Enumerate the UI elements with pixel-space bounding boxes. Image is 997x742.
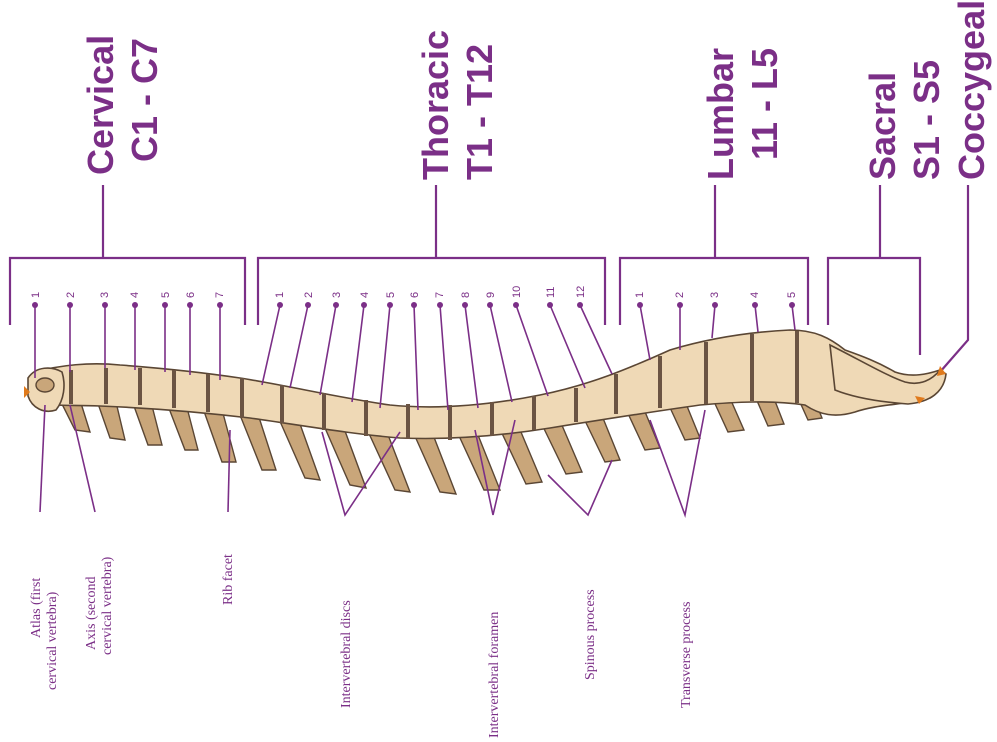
- t-number: 8: [460, 292, 472, 298]
- l-number: 1: [634, 292, 646, 298]
- l-number: 4: [749, 292, 761, 298]
- transverse-process-label: Transverse process: [679, 602, 694, 708]
- thoracic-title: Thoracic: [415, 30, 456, 180]
- axis-label-line1: Axis (second: [84, 577, 99, 651]
- spinous-process-label: Spinous process: [583, 589, 598, 680]
- cervical-title: Cervical: [80, 35, 121, 175]
- annotation-axis: Axis (second cervical vertebra): [70, 405, 115, 655]
- lumbar-range: 11 - L5: [744, 48, 785, 160]
- l-number: 3: [709, 292, 721, 298]
- c-number: 6: [185, 292, 197, 298]
- cervical-range: C1 - C7: [124, 38, 165, 162]
- t-number: 6: [409, 292, 421, 298]
- coccygeal-leader: [940, 185, 968, 372]
- t-number: 5: [385, 292, 397, 298]
- intervertebral-foramen-label: Intervertebral foramen: [487, 612, 502, 738]
- thoracic-range: T1 - T12: [459, 44, 500, 180]
- atlas-label-line1: Atlas (first: [29, 578, 44, 638]
- c-number: 5: [160, 292, 172, 298]
- c-number: 4: [129, 292, 141, 298]
- l-number: 2: [674, 292, 686, 298]
- atlas-label-line2: cervical vertebra): [45, 591, 60, 690]
- t-number: 7: [434, 292, 446, 298]
- rib-facet-label: Rib facet: [221, 554, 236, 605]
- sacral-range: S1 - S5: [906, 60, 947, 180]
- c-number: 2: [65, 292, 77, 298]
- c-number: 3: [99, 292, 111, 298]
- spine-illustration: [24, 330, 946, 494]
- lumbar-title: Lumbar: [700, 48, 741, 180]
- annotation-atlas: Atlas (first cervical vertebra): [29, 405, 60, 690]
- c-number: 1: [30, 292, 42, 298]
- t-number: 9: [485, 292, 497, 298]
- t-number: 10: [511, 286, 523, 298]
- t-number: 4: [359, 292, 371, 298]
- annotation-spinous-process: Spinous process: [548, 460, 612, 680]
- coccygeal-title: Coccygeal: [951, 0, 992, 180]
- intervertebral-discs-label: Intervertebral discs: [339, 600, 354, 708]
- t-number: 3: [331, 292, 343, 298]
- cervical-bracket: [10, 185, 245, 325]
- axis-label-line2: cervical vertebra): [100, 556, 115, 655]
- sacral-bracket: [828, 185, 920, 355]
- t-number: 12: [575, 286, 587, 298]
- t-number: 2: [303, 292, 315, 298]
- t-number: 1: [274, 292, 286, 298]
- t-number: 11: [545, 287, 557, 298]
- c-number: 7: [214, 292, 226, 298]
- l-number: 5: [786, 292, 798, 298]
- annotation-transverse-process: Transverse process: [650, 410, 705, 708]
- sacral-title: Sacral: [862, 72, 903, 180]
